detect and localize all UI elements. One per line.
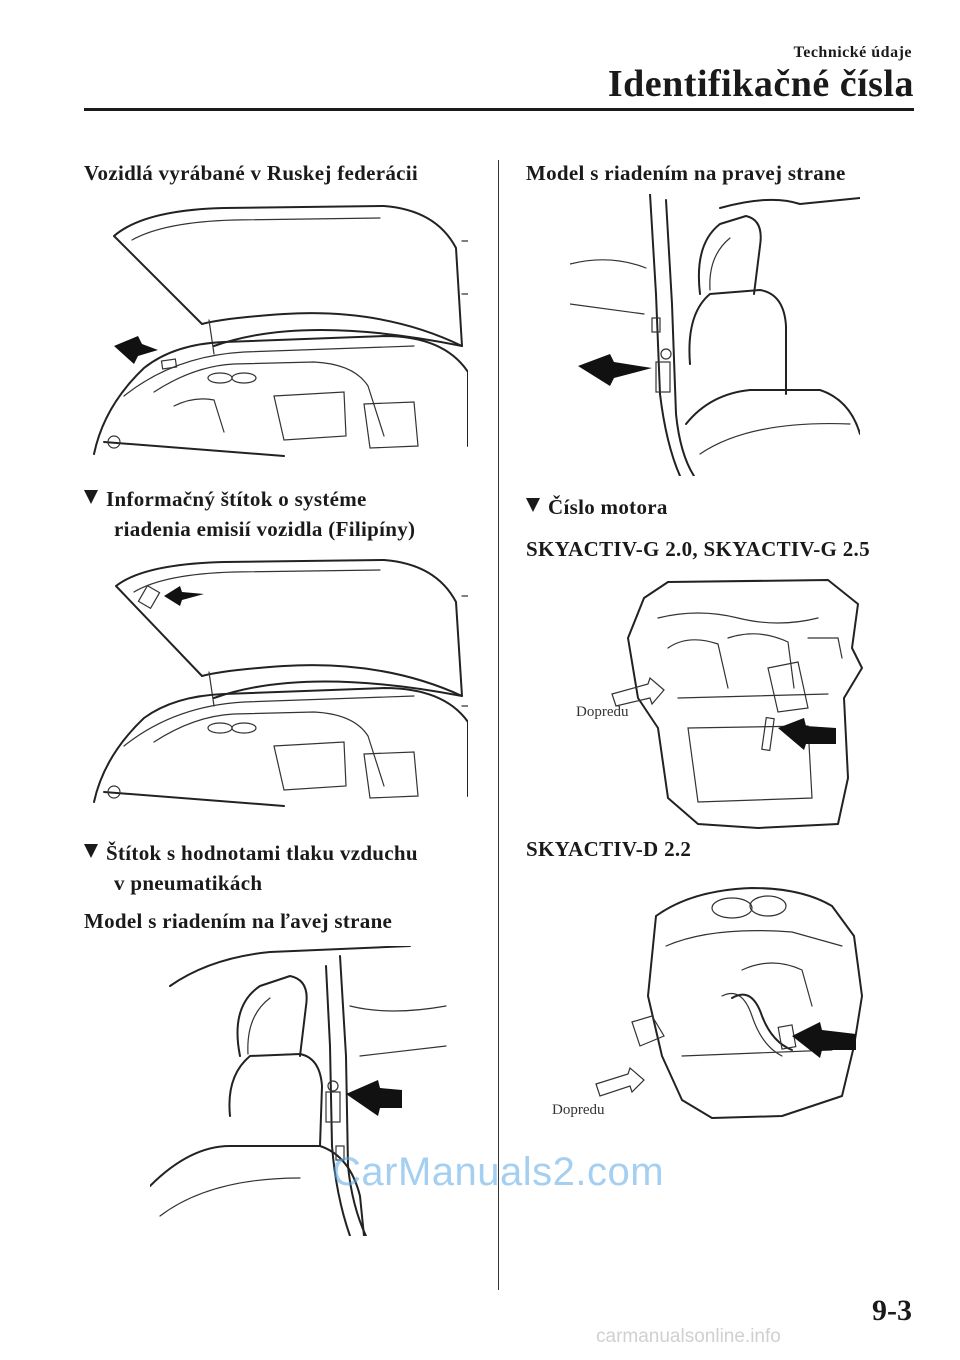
figure-hood-emission <box>84 556 468 814</box>
column-divider <box>498 160 499 1290</box>
hood-emission-drawing <box>93 559 468 807</box>
engine-g-forward-label: Dopredu <box>576 704 629 720</box>
engine-g-drawing <box>611 579 863 829</box>
heading-right-hand-drive: Model s riadením na pravej strane <box>526 161 846 185</box>
header-rule <box>84 108 914 111</box>
figure-hood-russia <box>84 196 468 466</box>
engine-number-heading: Číslo motora <box>526 492 668 522</box>
emission-label-heading: Informačný štítok o systéme riadenia emi… <box>84 484 415 544</box>
heading-left-hand-drive: Model s riadením na ľavej strane <box>84 909 393 933</box>
pointer-arrow-icon <box>164 586 204 606</box>
section-label: Technické údaje <box>793 44 912 61</box>
figure-door-rhd <box>570 194 860 476</box>
forward-arrow-icon <box>595 1066 645 1097</box>
pointer-arrow-icon <box>578 354 652 386</box>
watermark: CarManuals2.com <box>332 1150 665 1194</box>
door-rhd-drawing <box>570 194 860 476</box>
tire-label-heading: Štítok s hodnotami tlaku vzduchu v pneum… <box>84 838 418 898</box>
heading-engine-g: SKYACTIV-G 2.0, SKYACTIV-G 2.5 <box>526 537 870 561</box>
chapter-title: Identifikačné čísla <box>607 63 914 105</box>
triangle-bullet-icon <box>526 498 540 512</box>
pointer-arrow-icon <box>346 1080 402 1116</box>
engine-d-forward-label: Dopredu <box>552 1102 605 1118</box>
pointer-arrow-icon <box>778 718 836 750</box>
triangle-bullet-icon <box>84 490 98 504</box>
heading-russia: Vozidlá vyrábané v Ruskej federácii <box>84 161 419 185</box>
figure-engine-g <box>608 578 868 830</box>
figure-engine-d <box>592 886 868 1124</box>
pointer-arrow-icon <box>792 1022 856 1058</box>
triangle-bullet-icon <box>84 844 98 858</box>
hood-russia-drawing <box>93 205 468 457</box>
source-watermark: carmanualsonline.info <box>596 1326 781 1347</box>
forward-arrow-icon <box>611 676 665 707</box>
page-number: 9-3 <box>872 1294 912 1327</box>
heading-engine-d: SKYACTIV-D 2.2 <box>526 837 692 861</box>
figure-door-lhd <box>150 946 450 1236</box>
door-lhd-drawing <box>150 946 447 1236</box>
engine-d-drawing <box>595 887 863 1119</box>
pointer-arrow-icon <box>114 336 158 364</box>
